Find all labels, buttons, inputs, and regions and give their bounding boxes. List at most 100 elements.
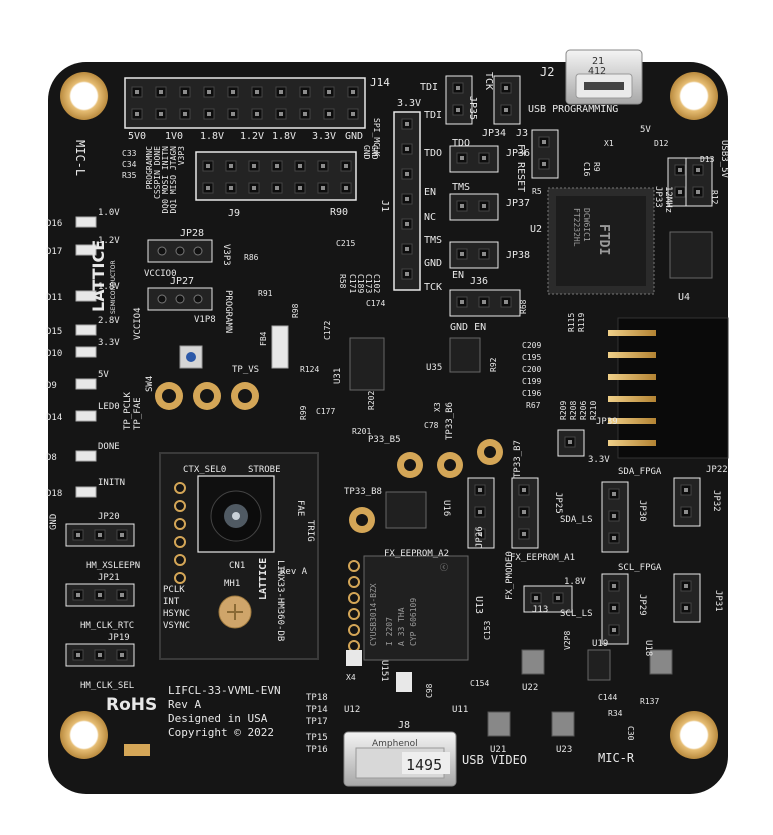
- svg-text:DQ0 MOSI INITN: DQ0 MOSI INITN: [161, 146, 170, 214]
- tp-pclk-label: TP_PCLK: [123, 391, 133, 430]
- svg-text:GND: GND: [345, 131, 363, 142]
- svg-text:C98: C98: [425, 683, 434, 698]
- svg-text:STROBE: STROBE: [248, 465, 281, 475]
- led-label-d9: 5V: [98, 370, 109, 380]
- svg-text:R86: R86: [244, 253, 259, 262]
- svg-text:J13: J13: [532, 605, 548, 615]
- j9-side-labels: PROGRAMNC CSSPIN DONE DQ0 MOSI INITN DQ1…: [145, 118, 381, 213]
- svg-text:PROGRAMNC: PROGRAMNC: [145, 146, 154, 190]
- svg-text:FB4: FB4: [259, 331, 268, 346]
- svg-text:CTX_SEL0: CTX_SEL0: [183, 465, 226, 475]
- svg-text:1V0: 1V0: [165, 131, 183, 142]
- svg-text:R12: R12: [710, 190, 719, 205]
- usb-video-label: USB VIDEO: [462, 753, 527, 767]
- svg-text:CN1: CN1: [229, 561, 245, 571]
- svg-text:C189: C189: [356, 274, 365, 293]
- svg-text:C171: C171: [348, 274, 357, 293]
- svg-text:R115: R115: [567, 313, 576, 332]
- svg-text:HSYNC: HSYNC: [163, 609, 190, 619]
- rohs-mark: RoHS: [106, 695, 157, 715]
- svg-text:TP33_B8: TP33_B8: [344, 487, 382, 497]
- j1-ref: J1: [379, 200, 390, 212]
- usb-programming-connector[interactable]: [565, 49, 643, 105]
- u13-ref: U13: [473, 596, 484, 614]
- svg-text:R91: R91: [258, 289, 273, 298]
- header-j9[interactable]: [195, 151, 357, 201]
- svg-text:1.8V: 1.8V: [200, 131, 224, 142]
- led-label-d10: 3.3V: [98, 338, 120, 348]
- led-label-d18: INITN: [98, 478, 125, 488]
- led-ref-d9: D9: [46, 381, 57, 391]
- programn-label: PROGRAMN: [223, 290, 233, 333]
- svg-text:X3: X3: [433, 402, 442, 412]
- svg-text:R67: R67: [526, 401, 541, 410]
- jtag-jumpers[interactable]: [445, 75, 559, 317]
- svg-text:R58: R58: [338, 274, 347, 289]
- left-jumper-rows[interactable]: [65, 523, 135, 667]
- usb-prog-code-2: 412: [588, 66, 606, 77]
- center-test-pads[interactable]: [349, 439, 503, 533]
- svg-text:CYUSB3014-BZX: CYUSB3014-BZX: [369, 583, 378, 646]
- led-label-d14: LED0: [98, 402, 120, 412]
- svg-text:U18: U18: [643, 640, 653, 656]
- svg-text:LINX33-HM360-DB: LINX33-HM360-DB: [275, 560, 285, 641]
- usb-programming-label: USB PROGRAMMING: [528, 104, 618, 115]
- camera-labels: CTX_SEL0 STROBE FAE TRIG CN1 PCLK INT HS…: [163, 465, 315, 641]
- u2-ref: U2: [530, 224, 542, 235]
- jp27-ref: JP27: [170, 276, 194, 287]
- led-ref-d17: D17: [46, 247, 62, 257]
- u13-markings: CYUSB3014-BZX I 2207 A 33 THA CYP 606109…: [369, 563, 448, 646]
- jumper-jp27[interactable]: [147, 287, 213, 311]
- svg-text:EN: EN: [424, 187, 436, 198]
- header-j1[interactable]: [393, 111, 421, 291]
- svg-text:NC: NC: [424, 212, 436, 223]
- svg-text:EN: EN: [452, 270, 464, 281]
- header-j14[interactable]: [124, 77, 366, 129]
- r90-label: R90: [330, 207, 348, 218]
- j9-ref: J9: [228, 208, 240, 219]
- usb-prog-code-1: 21: [592, 56, 604, 67]
- camera-module: [159, 452, 319, 660]
- svg-text:TP33_B6: TP33_B6: [445, 402, 455, 440]
- small-ic-labels: U22 U18 U21 U23 U19 MIC-R: [490, 639, 653, 765]
- svg-text:C78: C78: [424, 421, 439, 430]
- svg-text:HM_CLK_SEL: HM_CLK_SEL: [80, 681, 134, 691]
- right-edge-connector[interactable]: [608, 317, 729, 459]
- svg-text:U11: U11: [452, 705, 468, 715]
- test-pads[interactable]: [155, 382, 259, 410]
- led-label-d16: 1.0V: [98, 208, 120, 218]
- svg-text:JP36: JP36: [506, 148, 530, 159]
- led-label-d15: 2.8V: [98, 316, 120, 326]
- svg-text:SDA_FPGA: SDA_FPGA: [618, 467, 662, 477]
- svg-text:LIFCL-33-VVML-EVN: LIFCL-33-VVML-EVN: [168, 684, 281, 697]
- usb-video-connector[interactable]: [343, 731, 457, 787]
- svg-text:C33: C33: [122, 149, 137, 158]
- svg-text:CYP 606109: CYP 606109: [409, 598, 418, 646]
- svg-text:D12: D12: [654, 139, 669, 148]
- svg-text:1.8V: 1.8V: [272, 131, 296, 142]
- svg-text:TP17: TP17: [306, 717, 328, 727]
- svg-text:C154: C154: [470, 679, 489, 688]
- svg-text:HM_CLK_RTC: HM_CLK_RTC: [80, 621, 134, 631]
- svg-text:3.3V: 3.3V: [588, 455, 610, 465]
- right-jumpers[interactable]: [467, 157, 713, 645]
- board-info: LIFCL-33-VVML-EVN Rev A Designed in USA …: [168, 684, 281, 739]
- svg-text:U151: U151: [379, 660, 389, 682]
- svg-text:R34: R34: [608, 709, 623, 718]
- svg-text:PCLK: PCLK: [163, 585, 185, 595]
- svg-text:C30: C30: [626, 726, 635, 741]
- svg-text:JP33: JP33: [653, 186, 663, 208]
- svg-text:JP21: JP21: [98, 573, 120, 583]
- marking-box: [124, 744, 150, 756]
- svg-text:TP33_B7: TP33_B7: [513, 440, 523, 478]
- svg-text:J3: J3: [516, 128, 528, 139]
- vccio4-label: VCCIO4: [133, 307, 143, 340]
- svg-text:R5: R5: [532, 187, 542, 196]
- svg-text:JP32: JP32: [711, 490, 721, 512]
- svg-text:R210: R210: [589, 401, 598, 420]
- svg-text:GND: GND: [49, 514, 59, 530]
- svg-text:R119: R119: [577, 313, 586, 332]
- jumper-jp28[interactable]: [147, 239, 213, 263]
- svg-text:R9: R9: [592, 162, 601, 172]
- svg-text:12MHz: 12MHz: [663, 186, 673, 213]
